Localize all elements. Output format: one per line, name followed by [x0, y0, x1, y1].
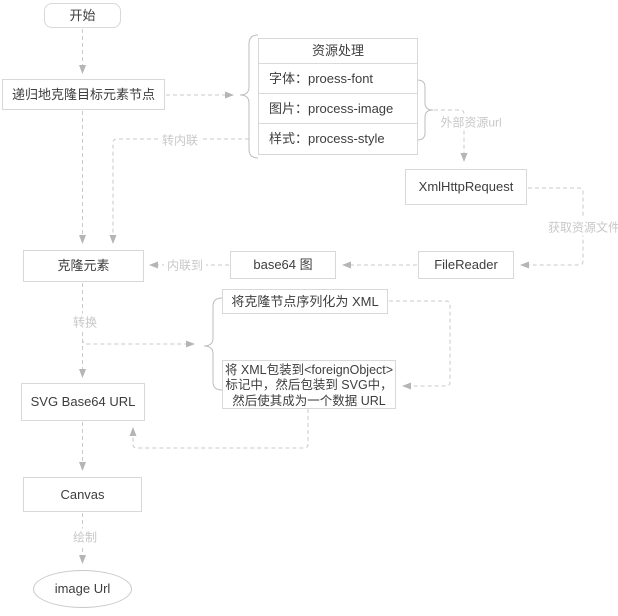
- edge-label-to-inline: 转内联: [158, 131, 202, 149]
- node-resource-table: 资源处理 字体：proess-font 图片：process-image 样式：…: [258, 38, 418, 155]
- edge-cloneel-to-serialize-branch: [82, 338, 195, 348]
- node-xmlhttprequest: XmlHttpRequest: [405, 169, 527, 205]
- edge-label-inline-to: 内联到: [163, 256, 207, 274]
- brace-left-resource: [239, 34, 259, 159]
- edge-label-fetch-resource-file: 获取资源文件: [544, 218, 618, 236]
- brace-right-resource: [416, 79, 434, 141]
- resource-row-font: 字体：proess-font: [259, 64, 417, 94]
- brace-left-serialize-group: [203, 297, 223, 391]
- wrap-line-1: 将 XML包装到<foreignObject>: [224, 363, 394, 377]
- node-svg-base64-url: SVG Base64 URL: [21, 383, 145, 421]
- edge-label-draw: 绘制: [69, 528, 101, 546]
- wrap-line-2: 标记中，然后包装到 SVG中，: [225, 378, 393, 393]
- node-start: 开始: [44, 3, 121, 28]
- resource-table-title: 资源处理: [259, 39, 417, 64]
- resource-row-style: 样式：process-style: [269, 131, 385, 147]
- node-filereader: FileReader: [418, 251, 514, 279]
- node-clone-element: 克隆元素: [23, 250, 144, 282]
- edge-label-external-resource-url: 外部资源url: [437, 113, 505, 131]
- wrap-line-3: 然后使其成为一个数据 URL: [232, 393, 386, 408]
- edge-resource-to-xmlhttp: [434, 109, 468, 162]
- node-image-url: image Url: [33, 570, 132, 608]
- node-canvas: Canvas: [23, 477, 142, 512]
- edge-label-convert: 转换: [69, 313, 101, 331]
- node-base64-image: base64 图: [230, 251, 336, 279]
- node-clone-target: 递归地克隆目标元素节点: [2, 79, 165, 110]
- node-wrap-foreignobject: 将 XML包装到<foreignObject> 标记中，然后包装到 SVG中， …: [222, 360, 396, 409]
- edge-resource-to-cloneel-inline: [109, 138, 249, 244]
- resource-row-image: 图片：process-image: [259, 94, 417, 124]
- edge-serialize-to-wrap: [389, 300, 451, 390]
- edge-wrap-to-svgurl: [129, 409, 309, 449]
- node-serialize-xml: 将克隆节点序列化为 XML: [222, 289, 388, 314]
